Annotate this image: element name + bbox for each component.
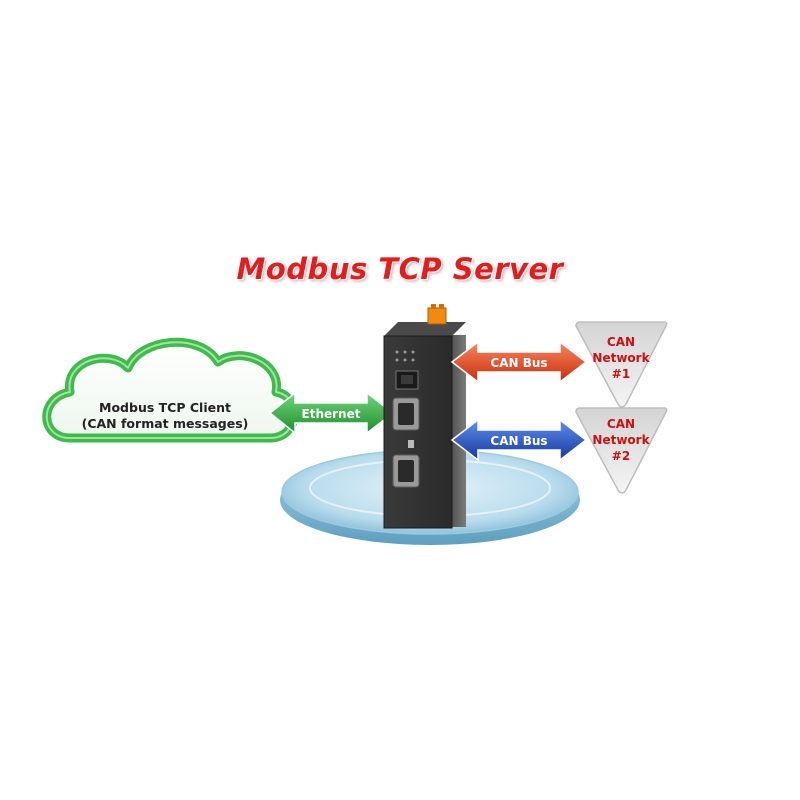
can-network-1-line1: CAN [607,335,635,349]
can-network-2 [575,407,668,494]
gateway-device [383,304,466,529]
can-bus-2-label: CAN Bus [490,434,547,448]
can-network-1-line2: Network [592,351,650,365]
ethernet-label: Ethernet [302,407,361,421]
can-bus-2-arrow [450,418,588,462]
client-cloud [42,337,299,443]
client-label-line1: Modbus TCP Client [99,400,231,415]
can-network-2-line2: Network [592,433,650,447]
can-network-1 [575,321,668,408]
page-title: Modbus TCP Server [236,252,564,286]
can-network-2-line1: CAN [607,417,635,431]
client-label-line2: (CAN format messages) [82,416,249,431]
can-network-2-line3: #2 [612,449,630,463]
can-bus-1-label: CAN Bus [490,356,547,370]
can-network-1-line3: #1 [612,367,630,381]
can-bus-1-arrow [450,340,588,384]
